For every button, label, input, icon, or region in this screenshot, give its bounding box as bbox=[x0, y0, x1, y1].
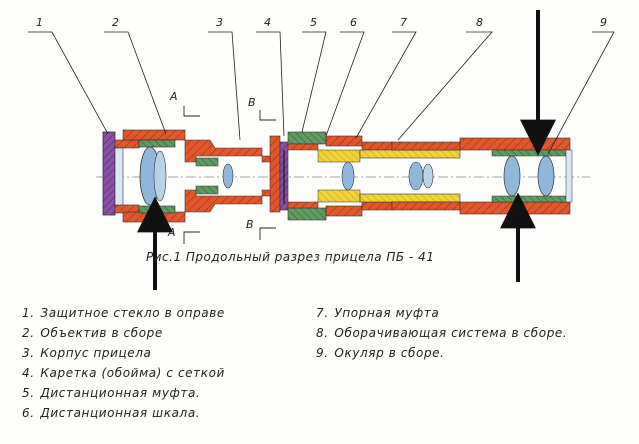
legend-text: Защитное стекло в оправе bbox=[40, 306, 225, 320]
part-3-scope-body bbox=[184, 139, 277, 213]
legend-item: 9. Окуляр в сборе. bbox=[316, 343, 567, 363]
scope-cross-section-diagram: 1 2 3 4 5 6 7 8 9 A A B B bbox=[28, 10, 615, 290]
section-mark-a-bottom: A bbox=[167, 226, 176, 239]
legend-item: 2. Объектив в сборе bbox=[22, 323, 225, 343]
section-mark-b-top: B bbox=[248, 96, 256, 109]
legend-item: 8. Оборачивающая система в сборе. bbox=[316, 323, 567, 343]
legend-text: Упорная муфта bbox=[334, 306, 440, 320]
callout-5: 5 bbox=[310, 16, 317, 29]
legend-number: 8. bbox=[316, 326, 329, 340]
legend-number: 3. bbox=[22, 346, 35, 360]
legend-number: 9. bbox=[316, 346, 329, 360]
legend-number: 4. bbox=[22, 366, 35, 380]
callout-4: 4 bbox=[264, 16, 271, 29]
figure-caption: Рис.1 Продольный разрез прицела ПБ - 41 bbox=[146, 250, 435, 264]
legend-number: 7. bbox=[316, 306, 329, 320]
legend-item: 4. Каретка (обойма) с сеткой bbox=[22, 363, 225, 383]
legend-item: 6. Дистанционная шкала. bbox=[22, 403, 225, 423]
legend-item: 7. Упорная муфта bbox=[316, 303, 567, 323]
legend-text: Дистанционная шкала. bbox=[40, 406, 201, 420]
callout-3: 3 bbox=[216, 16, 223, 29]
legend-item: 1. Защитное стекло в оправе bbox=[22, 303, 225, 323]
legend-number: 1. bbox=[22, 306, 35, 320]
legend-item: 3. Корпус прицела bbox=[22, 343, 225, 363]
legend-text: Объектив в сборе bbox=[40, 326, 163, 340]
part-1-protective-glass bbox=[102, 131, 140, 216]
legend-right: 7. Упорная муфта 8. Оборачивающая систем… bbox=[316, 303, 567, 363]
legend-text: Каретка (обойма) с сеткой bbox=[40, 366, 225, 380]
callout-7: 7 bbox=[400, 16, 407, 29]
legend-text: Оборачивающая система в сборе. bbox=[334, 326, 568, 340]
legend-text: Корпус прицела bbox=[40, 346, 152, 360]
legend-text: Окуляр в сборе. bbox=[334, 346, 445, 360]
part-4-reticle-carriage bbox=[269, 135, 289, 213]
callout-1: 1 bbox=[36, 16, 43, 29]
callout-8: 8 bbox=[476, 16, 483, 29]
legend-text: Дистанционная муфта. bbox=[40, 386, 201, 400]
legend-left: 1. Защитное стекло в оправе 2. Объектив … bbox=[22, 303, 225, 423]
callout-9: 9 bbox=[600, 16, 607, 29]
part-8-erector-system bbox=[359, 141, 461, 211]
section-mark-b-bottom: B bbox=[246, 218, 254, 231]
legend-number: 2. bbox=[22, 326, 35, 340]
callout-6: 6 bbox=[350, 16, 357, 29]
callout-2: 2 bbox=[112, 16, 119, 29]
section-mark-a-top: A bbox=[169, 90, 178, 103]
leader-lines bbox=[28, 31, 615, 155]
legend-number: 5. bbox=[22, 386, 35, 400]
part-6-distance-scale bbox=[317, 135, 363, 217]
legend-number: 6. bbox=[22, 406, 35, 420]
part-5-distance-sleeve bbox=[287, 131, 327, 221]
section-cut-lines bbox=[183, 106, 276, 244]
legend-item: 5. Дистанционная муфта. bbox=[22, 383, 225, 403]
